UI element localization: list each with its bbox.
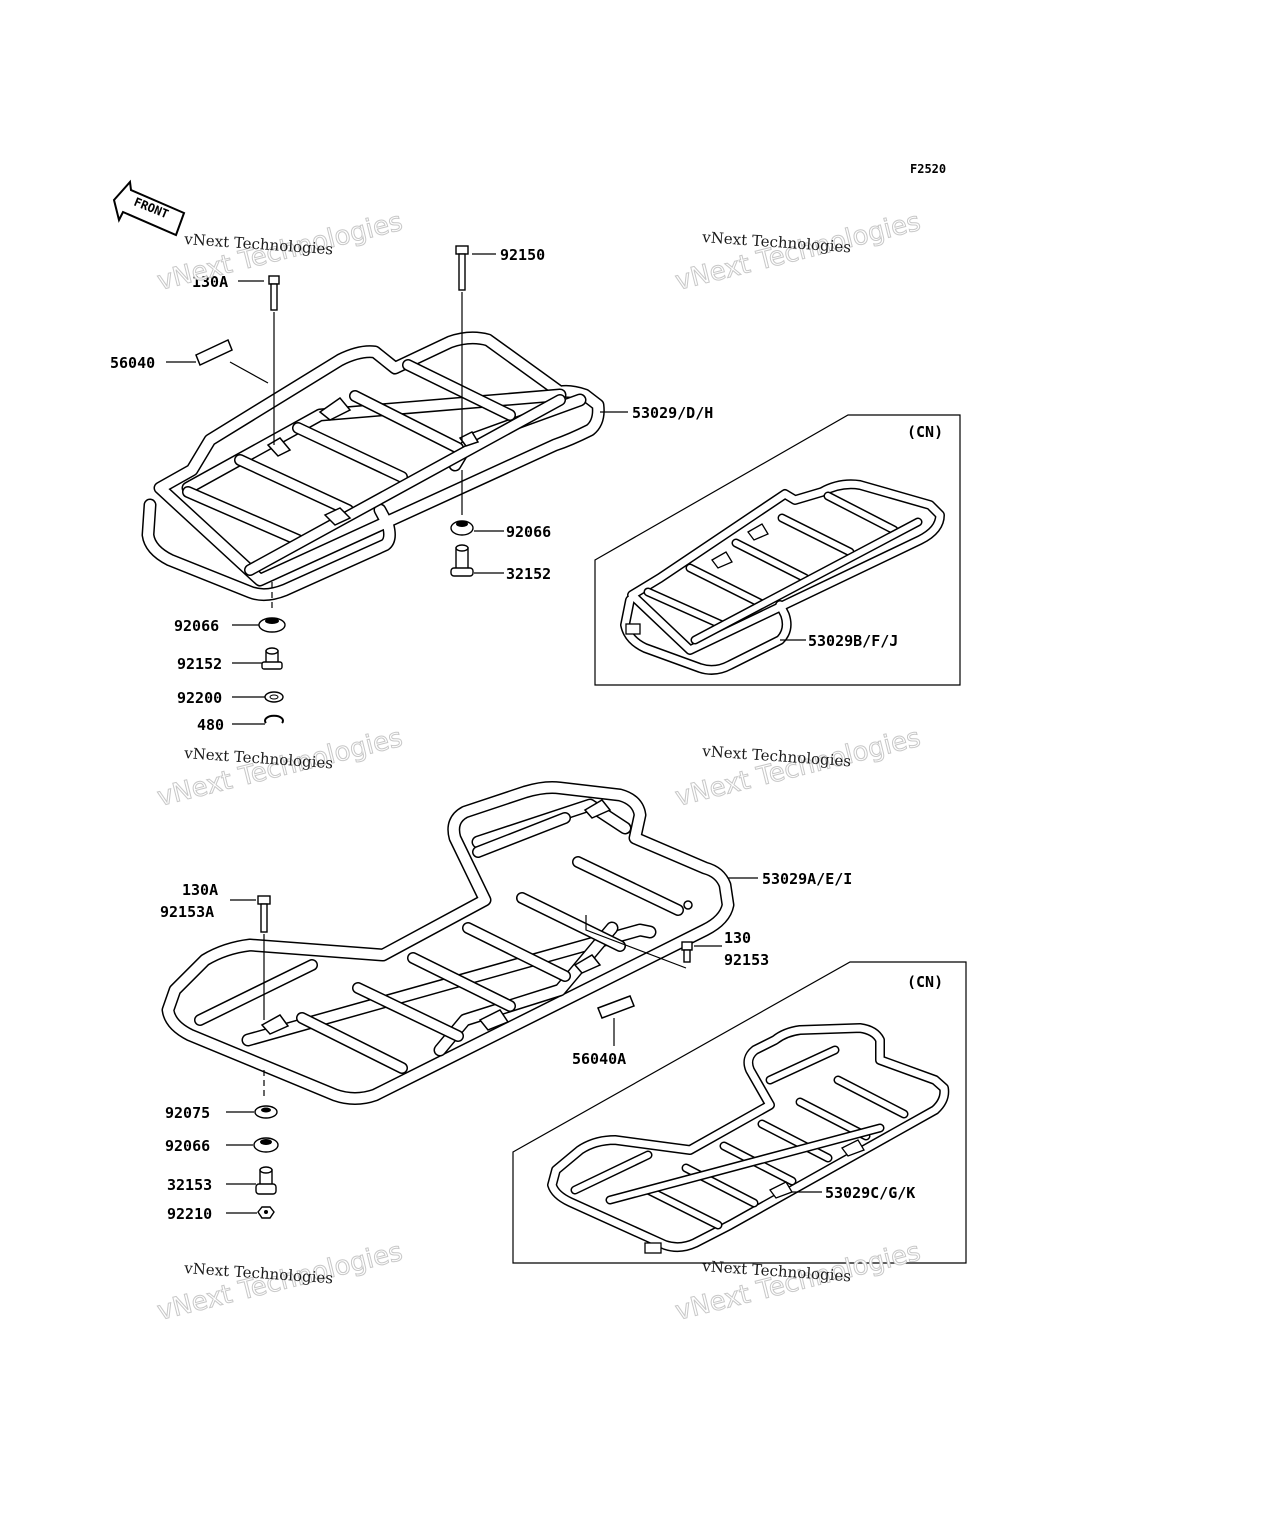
callout-32152: 32152 xyxy=(506,565,551,583)
lower-carrier-53029a xyxy=(161,781,735,1105)
bolt-92150-icon xyxy=(455,245,469,255)
upper-cn-box xyxy=(594,414,961,686)
callout-92200: 92200 xyxy=(177,689,222,707)
callout-53029-d-h: 53029/D/H xyxy=(632,404,713,422)
lower-cn-box xyxy=(512,961,967,1264)
bolt-130a-92153a-icon xyxy=(257,895,271,905)
lower-hardware xyxy=(253,895,693,1219)
front-arrow-icon: FRONT xyxy=(112,179,186,237)
callout-32153: 32153 xyxy=(167,1176,212,1194)
callout-53029c-g-k: 53029C/G/K xyxy=(825,1184,915,1202)
label-56040-icon xyxy=(195,338,233,367)
upper-cn-tag: (CN) xyxy=(907,423,943,441)
figure-code: F2520 xyxy=(910,162,946,176)
watermark-6: vNext Technologies xyxy=(672,1236,924,1327)
callout-130a-upper: 130A xyxy=(192,273,228,291)
callout-92075: 92075 xyxy=(165,1104,210,1122)
callout-53029b-f-j: 53029B/F/J xyxy=(808,632,898,650)
callout-92066-lower: 92066 xyxy=(165,1137,210,1155)
bolt-130a-icon xyxy=(268,275,280,285)
svg-text:vNext Technologies: vNext Technologies xyxy=(672,1237,923,1327)
watermark-4: vNext Technologies xyxy=(672,722,924,813)
callout-92152: 92152 xyxy=(177,655,222,673)
callout-480: 480 xyxy=(197,716,224,734)
callout-92153: 92153 xyxy=(724,951,769,969)
callout-92066-left: 92066 xyxy=(174,617,219,635)
callout-92150: 92150 xyxy=(500,246,545,264)
callout-130: 130 xyxy=(724,929,751,947)
callout-92210: 92210 xyxy=(167,1205,212,1223)
callout-56040: 56040 xyxy=(110,354,155,372)
svg-text:vNext Technologies: vNext Technologies xyxy=(672,723,923,813)
upper-carrier-53029 xyxy=(141,331,605,602)
callout-92066-right: 92066 xyxy=(506,523,551,541)
label-56040a-icon xyxy=(597,995,635,1019)
lower-cn-tag: (CN) xyxy=(907,973,943,991)
upper-hardware xyxy=(195,245,474,724)
callout-56040a: 56040A xyxy=(572,1050,626,1068)
callout-92153a: 92153A xyxy=(160,903,214,921)
callout-130a-lower: 130A xyxy=(182,881,218,899)
lower-cn-carrier-53029c xyxy=(547,1023,950,1254)
upper-cn-carrier-53029b xyxy=(620,479,945,675)
clip-480-icon xyxy=(264,714,284,724)
bolt-130-92153-icon xyxy=(681,941,693,951)
callout-53029a-e-i: 53029A/E/I xyxy=(762,870,852,888)
